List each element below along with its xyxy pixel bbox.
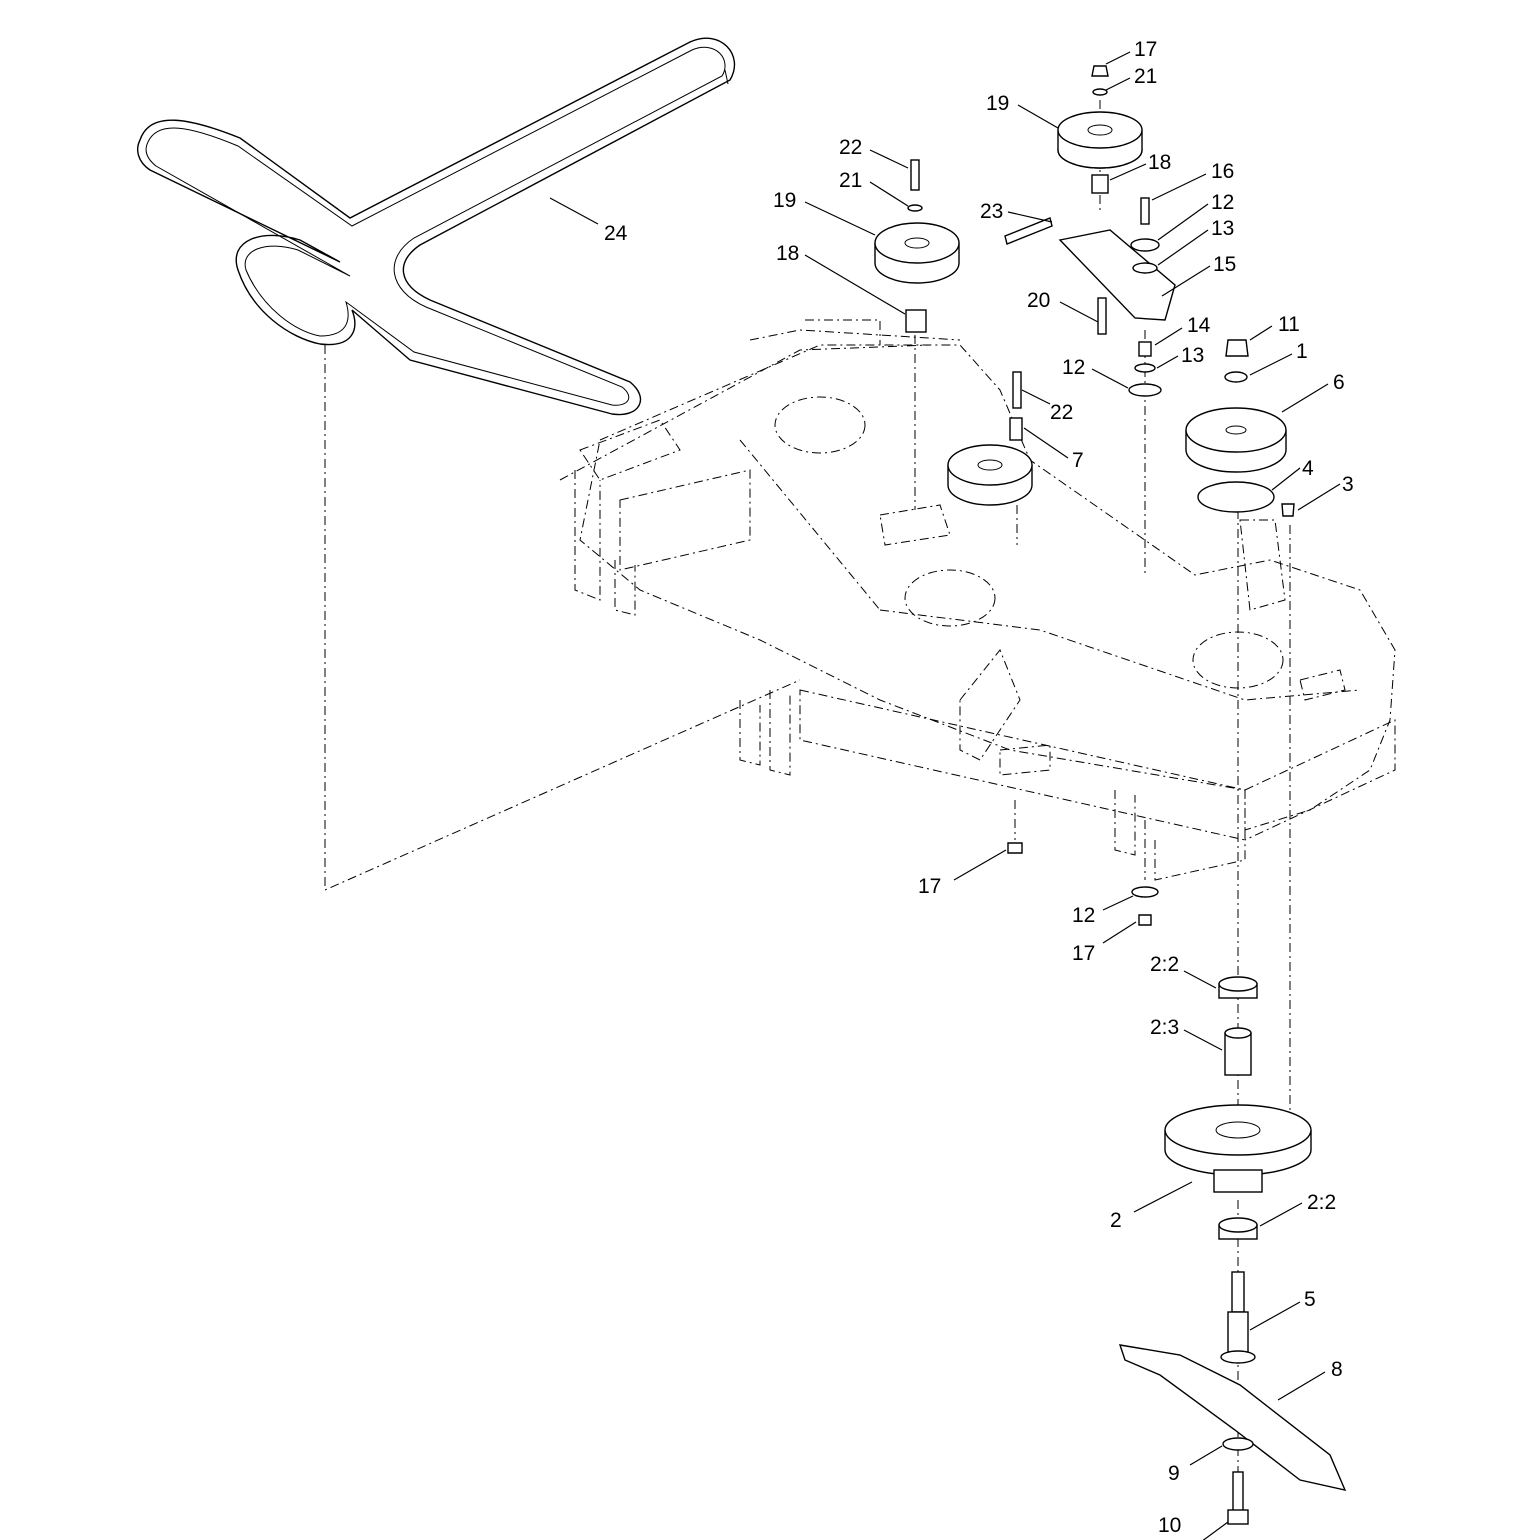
bolt-22b[interactable] xyxy=(1012,371,1022,409)
blade[interactable] xyxy=(1118,1344,1347,1491)
drive-belt[interactable] xyxy=(137,37,736,416)
idler-pulley-center[interactable] xyxy=(947,444,1033,506)
callout-3[interactable]: 3 xyxy=(1342,473,1354,496)
callout-17[interactable]: 17 xyxy=(918,875,941,898)
shield-4[interactable] xyxy=(1197,481,1275,513)
washer-13b[interactable] xyxy=(1134,363,1156,373)
callout-2-2[interactable]: 2:2 xyxy=(1150,953,1179,976)
callout-1[interactable]: 1 xyxy=(1296,340,1308,363)
callout-17[interactable]: 17 xyxy=(1072,942,1095,965)
washer-13a[interactable] xyxy=(1132,262,1158,274)
callout-21[interactable]: 21 xyxy=(839,169,862,192)
callout-21[interactable]: 21 xyxy=(1134,65,1157,88)
callout-2-2[interactable]: 2:2 xyxy=(1307,1191,1336,1214)
callout-15[interactable]: 15 xyxy=(1213,253,1236,276)
washer-12c[interactable] xyxy=(1131,886,1159,898)
callout-11[interactable]: 11 xyxy=(1278,313,1300,336)
callout-5[interactable]: 5 xyxy=(1304,1288,1316,1311)
bolt-22a[interactable] xyxy=(910,159,920,191)
callout-24[interactable]: 24 xyxy=(604,222,628,245)
nut-17b[interactable] xyxy=(1007,842,1023,854)
nut-17c[interactable] xyxy=(1138,914,1152,926)
washer-12b[interactable] xyxy=(1128,383,1162,397)
callout-7[interactable]: 7 xyxy=(1072,449,1084,472)
spring[interactable] xyxy=(1004,217,1053,245)
spindle-shaft[interactable] xyxy=(1220,1271,1256,1364)
callout-14[interactable]: 14 xyxy=(1187,314,1211,337)
callout-2-3[interactable]: 2:3 xyxy=(1150,1016,1179,1039)
callout-22[interactable]: 22 xyxy=(1050,401,1073,424)
callout-18[interactable]: 18 xyxy=(776,242,799,265)
bolt-16[interactable] xyxy=(1140,197,1150,225)
bolt-10[interactable] xyxy=(1227,1471,1249,1525)
spacer-7[interactable] xyxy=(1009,417,1023,441)
spindle-pulley[interactable] xyxy=(1185,407,1287,473)
callout-12[interactable]: 12 xyxy=(1211,191,1234,214)
callout-12[interactable]: 12 xyxy=(1062,356,1085,379)
callout-19[interactable]: 19 xyxy=(986,92,1009,115)
callout-17[interactable]: 17 xyxy=(1134,38,1157,61)
washer-12a[interactable] xyxy=(1130,238,1160,252)
callout-22[interactable]: 22 xyxy=(839,136,862,159)
spindle-housing[interactable] xyxy=(1164,1104,1312,1193)
nut-top[interactable] xyxy=(1091,65,1109,77)
callout-2[interactable]: 2 xyxy=(1110,1209,1122,1232)
washer-top[interactable] xyxy=(1092,88,1108,96)
bearing-top[interactable] xyxy=(1218,976,1258,999)
callout-13[interactable]: 13 xyxy=(1211,217,1234,240)
idler-pulley-top[interactable] xyxy=(1057,111,1143,169)
bearing-bottom[interactable] xyxy=(1218,1217,1258,1240)
callout-4[interactable]: 4 xyxy=(1302,457,1314,480)
callout-12[interactable]: 12 xyxy=(1072,904,1095,927)
nut-11[interactable] xyxy=(1225,339,1249,357)
parts xyxy=(874,65,1347,1525)
idler-arm[interactable] xyxy=(1058,229,1176,321)
pin-20[interactable] xyxy=(1097,297,1107,335)
callout-labels: 17 21 19 18 16 12 13 15 23 22 21 19 18 2… xyxy=(604,38,1354,1537)
spacer-18b[interactable] xyxy=(905,309,927,333)
idler-pulley-left[interactable] xyxy=(874,222,960,284)
callout-8[interactable]: 8 xyxy=(1331,1358,1343,1381)
leader-lines xyxy=(549,51,1341,1540)
spacer-top[interactable] xyxy=(1091,174,1109,194)
screw-3[interactable] xyxy=(1281,503,1295,517)
washer-21b[interactable] xyxy=(907,204,923,212)
callout-20[interactable]: 20 xyxy=(1027,289,1050,312)
callout-9[interactable]: 9 xyxy=(1168,1462,1180,1485)
callout-6[interactable]: 6 xyxy=(1333,371,1345,394)
bushing-14[interactable] xyxy=(1138,341,1152,357)
washer-1[interactable] xyxy=(1224,371,1248,383)
callout-13[interactable]: 13 xyxy=(1181,344,1204,367)
callout-23[interactable]: 23 xyxy=(980,200,1003,223)
callout-19[interactable]: 19 xyxy=(773,189,796,212)
callout-10[interactable]: 10 xyxy=(1158,1514,1181,1537)
callout-18[interactable]: 18 xyxy=(1148,151,1171,174)
callout-16[interactable]: 16 xyxy=(1211,160,1234,183)
washer-9[interactable] xyxy=(1222,1437,1254,1451)
spacer-2-3[interactable] xyxy=(1224,1027,1252,1076)
